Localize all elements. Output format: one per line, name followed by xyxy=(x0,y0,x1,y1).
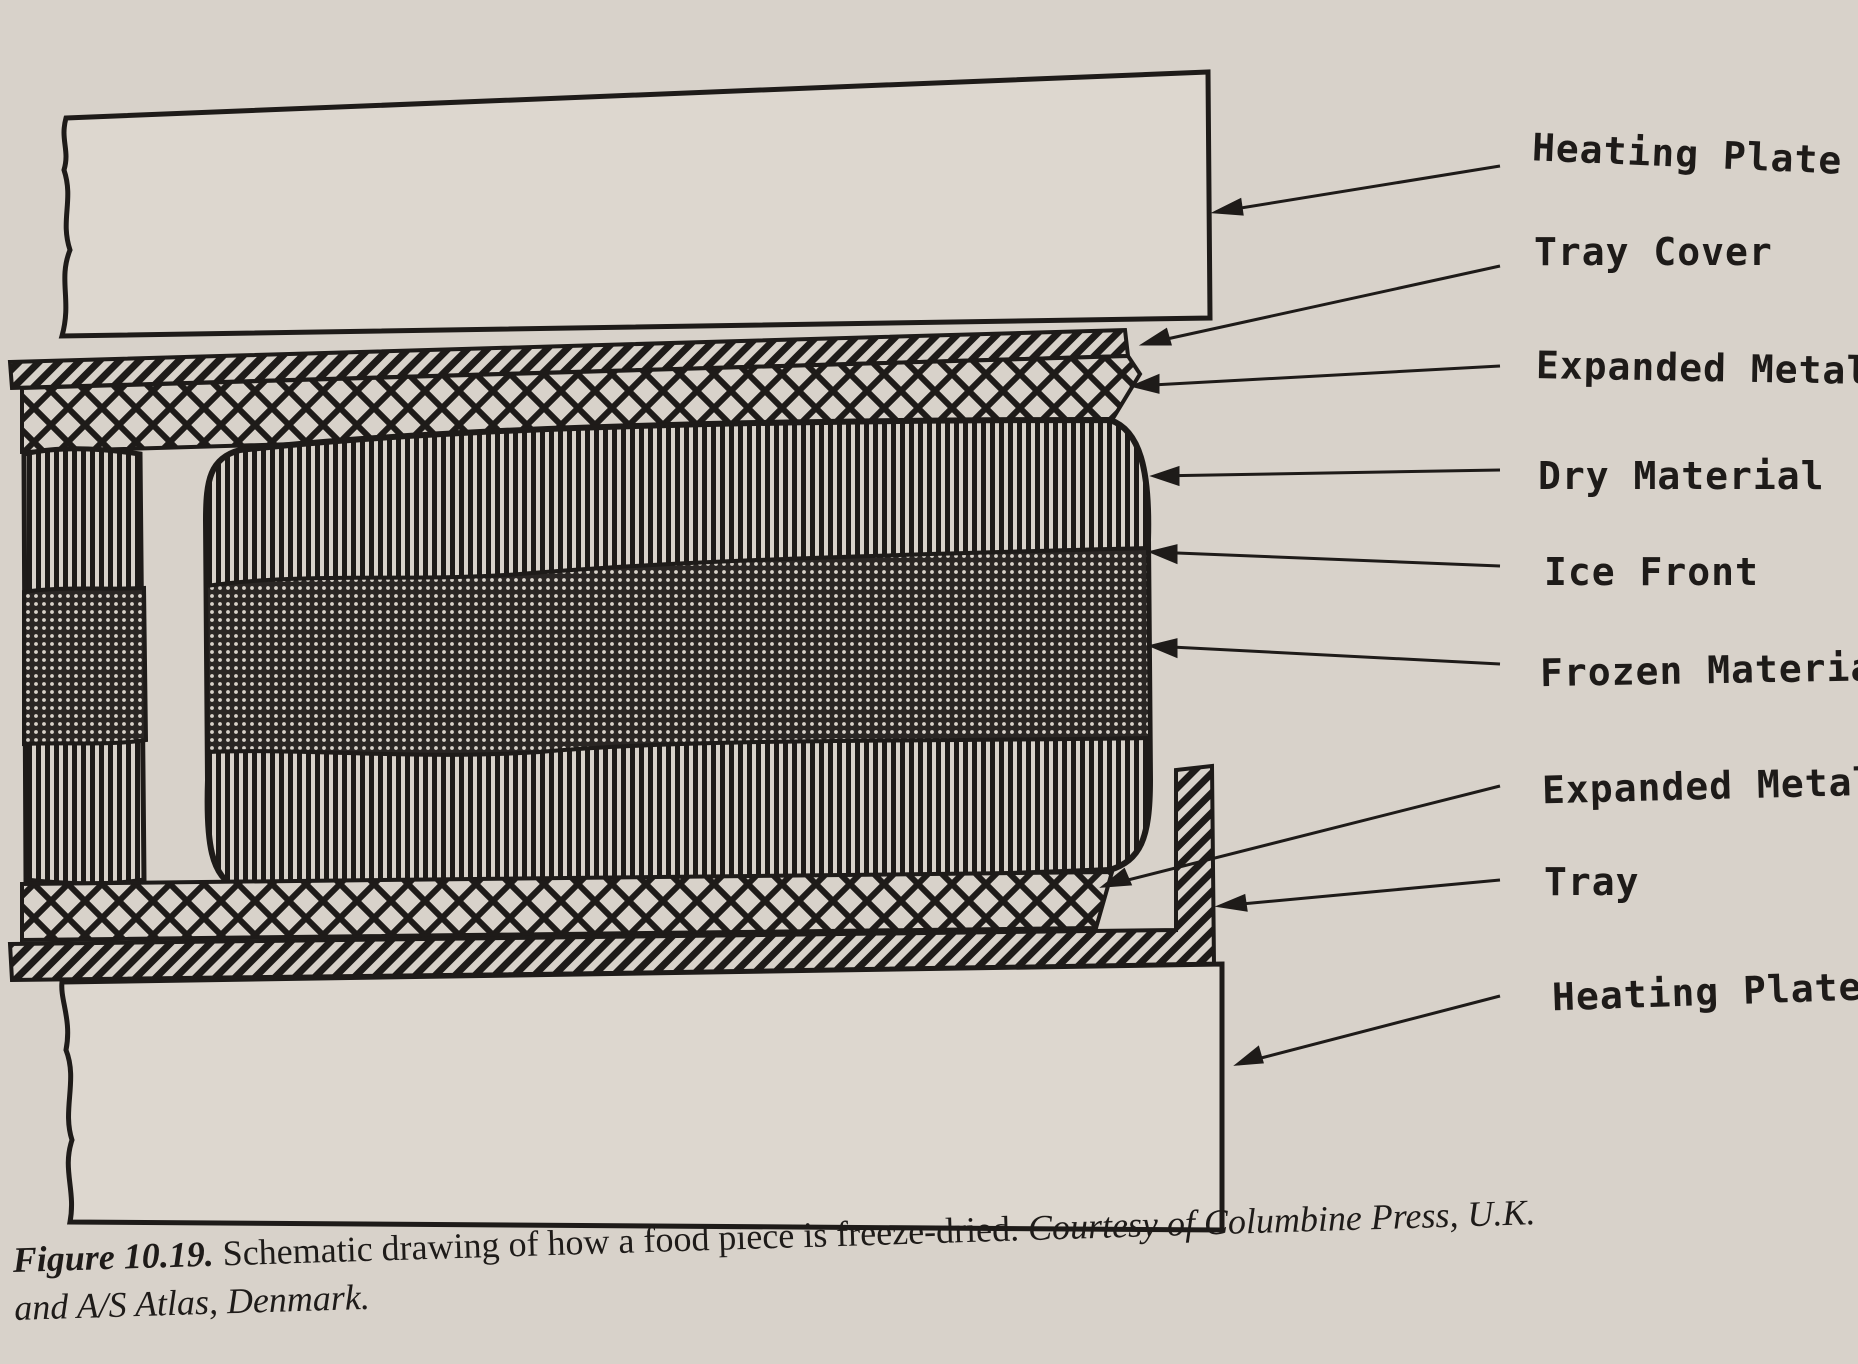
heating-plate-bottom xyxy=(59,961,1225,1233)
figure-number: Figure 10.19. xyxy=(12,1233,215,1280)
label-ice-front: Ice Front xyxy=(1544,550,1759,594)
label-tray-cover: Tray Cover xyxy=(1534,230,1773,274)
heating-plate-top xyxy=(58,69,1213,339)
expanded-metal-bottom xyxy=(20,869,1115,943)
label-dry-material: Dry Material xyxy=(1538,454,1825,498)
expanded-metal-top xyxy=(20,353,1143,455)
tray xyxy=(7,763,1217,983)
label-expanded-metal-bottom: Expanded Metal xyxy=(1541,759,1858,813)
label-expanded-metal-top: Expanded Metal xyxy=(1535,343,1858,393)
frozen-material-region xyxy=(203,545,1153,757)
caption-credit-line2: and A/S Atlas, Denmark. xyxy=(13,1276,371,1328)
label-frozen-material: Frozen Material xyxy=(1539,644,1858,696)
label-tray: Tray xyxy=(1544,860,1640,904)
frozen-core-left xyxy=(22,585,149,747)
leader-lines xyxy=(1099,164,1501,1066)
